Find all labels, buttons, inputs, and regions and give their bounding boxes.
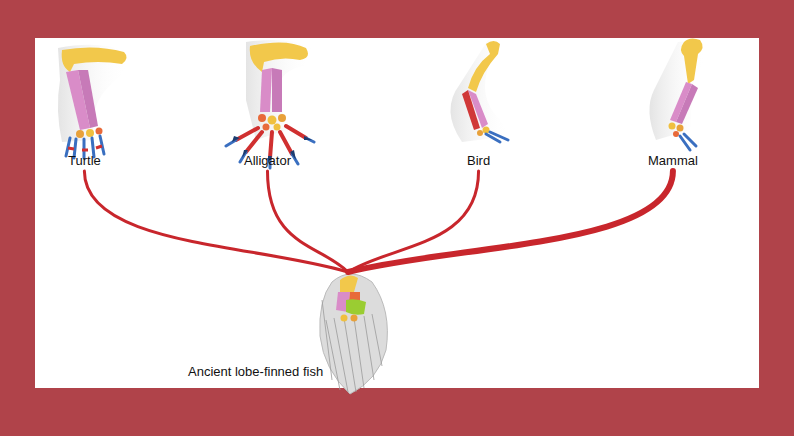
lineage-branch: [348, 171, 673, 272]
species-node: Bird: [467, 151, 490, 169]
lineage-branch: [267, 171, 348, 272]
species-node: Mammal: [648, 151, 698, 169]
alligator-limb: [226, 40, 314, 168]
species-label: Mammal: [648, 153, 698, 168]
bird-wing: [450, 40, 510, 142]
species-label: Ancient lobe-finned fish: [188, 364, 323, 379]
species-label: Turtle: [68, 153, 101, 168]
ancestor-node: Ancient lobe-finned fish: [188, 272, 388, 387]
lineage-branch: [348, 171, 479, 272]
turtle-limb: [58, 45, 128, 158]
species-node: Turtle: [68, 151, 101, 169]
species-node: Alligator: [244, 151, 291, 169]
species-label: Bird: [467, 153, 490, 168]
mammal-limb: [649, 38, 706, 150]
species-label: Alligator: [244, 153, 291, 168]
lineage-branch: [84, 171, 348, 272]
fish-fin: [320, 274, 388, 394]
white-panel: [35, 38, 759, 388]
